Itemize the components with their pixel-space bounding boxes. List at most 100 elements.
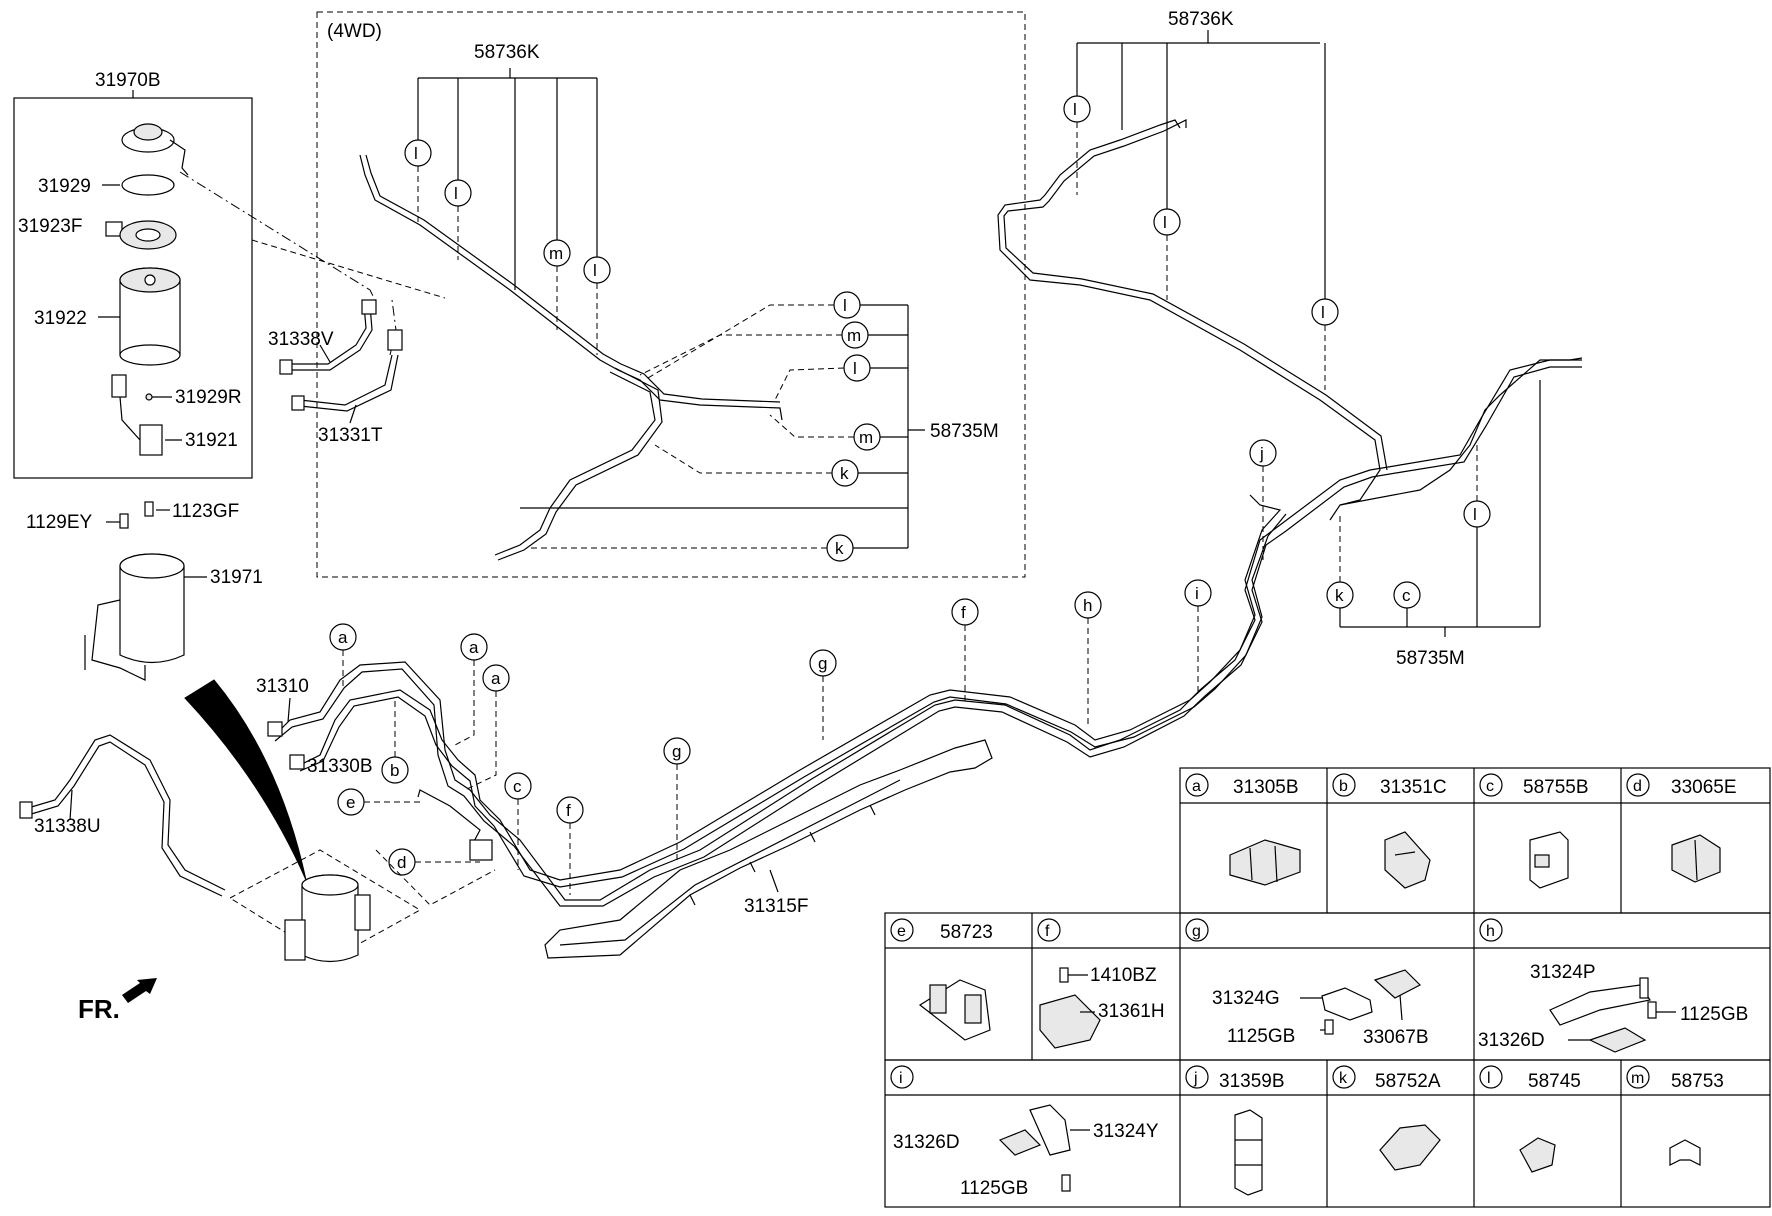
- small-o-ring: [145, 393, 153, 401]
- legend-cell-l: l 58745: [1479, 1065, 1581, 1173]
- svg-text:a: a: [491, 669, 501, 688]
- svg-text:k: k: [1335, 586, 1344, 605]
- svg-text:l: l: [1163, 213, 1167, 232]
- hose-31338U: [19, 734, 226, 897]
- pipe-31330B: [267, 494, 1287, 888]
- label-31929R: 31929R: [175, 387, 242, 408]
- svg-text:h: h: [1083, 596, 1092, 615]
- svg-text:i: i: [1195, 584, 1199, 603]
- label-31921: 31921: [185, 430, 238, 451]
- filter-cartridge: [119, 267, 181, 366]
- crossmember-31315F: [544, 739, 993, 959]
- label-31331T: 31331T: [318, 425, 383, 446]
- svg-text:k: k: [1339, 1070, 1348, 1087]
- svg-text:j: j: [1259, 444, 1264, 463]
- svg-text:l: l: [843, 296, 847, 315]
- svg-text:58752A: 58752A: [1375, 1071, 1441, 1092]
- svg-text:l: l: [1487, 1070, 1491, 1087]
- label-58735M-4wd: 58735M: [930, 421, 999, 442]
- filter-head-cap: [121, 123, 189, 176]
- svg-text:c: c: [1402, 586, 1411, 605]
- svg-text:31359B: 31359B: [1219, 1071, 1285, 1092]
- svg-text:l: l: [1321, 303, 1325, 322]
- legend-cell-c: c 58755B: [1479, 773, 1589, 889]
- svg-text:d: d: [1633, 778, 1642, 795]
- svg-text:g: g: [672, 742, 681, 761]
- legend-cell-a: a 31305B: [1185, 773, 1301, 886]
- label-1123GF: 1123GF: [172, 501, 239, 522]
- svg-text:b: b: [1339, 778, 1348, 795]
- callout-wedge: [184, 679, 307, 881]
- svg-text:e: e: [897, 923, 906, 940]
- legend-cell-d: d 33065E: [1626, 773, 1737, 883]
- svg-text:h: h: [1486, 923, 1495, 940]
- svg-text:l: l: [414, 144, 418, 163]
- svg-text:58723: 58723: [940, 922, 993, 943]
- o-ring: [121, 174, 175, 196]
- pipe-rear: [997, 119, 1583, 521]
- legend-cell-h: h 31324P 31326D 1125GB: [1478, 918, 1748, 1053]
- svg-text:k: k: [835, 539, 844, 558]
- label-31971: 31971: [210, 567, 263, 588]
- pipe-31310: [274, 359, 1582, 907]
- svg-text:i: i: [899, 1070, 903, 1087]
- box-4wd-frame: [316, 11, 1026, 578]
- callouts: l l m l l m l m k k: [329, 42, 1541, 906]
- svg-text:f: f: [566, 801, 571, 820]
- legend-cell-m: m 58753: [1626, 1065, 1724, 1166]
- svg-text:c: c: [1486, 778, 1494, 795]
- label-58736K-4wd: 58736K: [474, 42, 540, 63]
- svg-text:b: b: [390, 761, 399, 780]
- label-31922: 31922: [34, 308, 87, 329]
- svg-text:f: f: [961, 603, 966, 622]
- svg-text:m: m: [1631, 1070, 1644, 1087]
- svg-text:e: e: [346, 793, 355, 812]
- svg-text:g: g: [1192, 923, 1201, 940]
- legend-cell-j: j 31359B: [1185, 1065, 1285, 1196]
- svg-text:l: l: [1073, 100, 1077, 119]
- direction-label: FR.: [78, 994, 120, 1024]
- svg-text:31361H: 31361H: [1098, 1001, 1165, 1022]
- svg-text:1125GB: 1125GB: [1227, 1026, 1295, 1047]
- dash-link-filter: [251, 239, 446, 299]
- label-1129EY: 1129EY: [26, 512, 93, 533]
- svg-text:d: d: [397, 853, 406, 872]
- label-31338U: 31338U: [34, 816, 101, 837]
- hose-31331T: [291, 329, 403, 412]
- label-58736K-rear: 58736K: [1168, 9, 1234, 30]
- legend-cell-g: g 31324G 1125GB 33067B: [1185, 918, 1429, 1048]
- legend-table: [884, 767, 1771, 1208]
- svg-text:1410BZ: 1410BZ: [1090, 965, 1157, 986]
- svg-text:31305B: 31305B: [1233, 777, 1299, 798]
- water-sensor: [111, 374, 163, 456]
- clip-cluster: [469, 839, 493, 861]
- dash-link-hose: [179, 171, 376, 301]
- pipe-4wd: [359, 154, 783, 561]
- bracket-31971: [84, 553, 185, 681]
- svg-text:1125GB: 1125GB: [960, 1178, 1028, 1199]
- svg-text:58745: 58745: [1528, 1071, 1581, 1092]
- svg-text:31324Y: 31324Y: [1093, 1121, 1159, 1142]
- bolt-1129EY: [119, 513, 129, 529]
- legend-cell-i: i 31326D 31324Y 1125GB: [890, 1065, 1159, 1199]
- svg-text:33065E: 33065E: [1671, 777, 1737, 798]
- svg-text:m: m: [859, 428, 873, 447]
- label-31310: 31310: [256, 676, 309, 697]
- svg-text:31326D: 31326D: [893, 1132, 960, 1153]
- filter-housing: [284, 874, 371, 963]
- svg-text:l: l: [853, 359, 857, 378]
- legend-cell-b: b 31351C: [1332, 773, 1447, 889]
- label-31330B: 31330B: [307, 756, 373, 777]
- legend-cell-k: k 58752A: [1332, 1065, 1441, 1171]
- svg-text:g: g: [818, 654, 827, 673]
- svg-text:l: l: [593, 261, 597, 280]
- label-31970B: 31970B: [95, 70, 161, 91]
- svg-text:m: m: [847, 326, 861, 345]
- legend-cell-f: f 1410BZ 31361H: [1037, 918, 1165, 1049]
- svg-text:c: c: [513, 777, 522, 796]
- label-58735M-rear: 58735M: [1396, 648, 1465, 669]
- svg-text:31324P: 31324P: [1530, 962, 1596, 983]
- label-31315F: 31315F: [744, 896, 808, 917]
